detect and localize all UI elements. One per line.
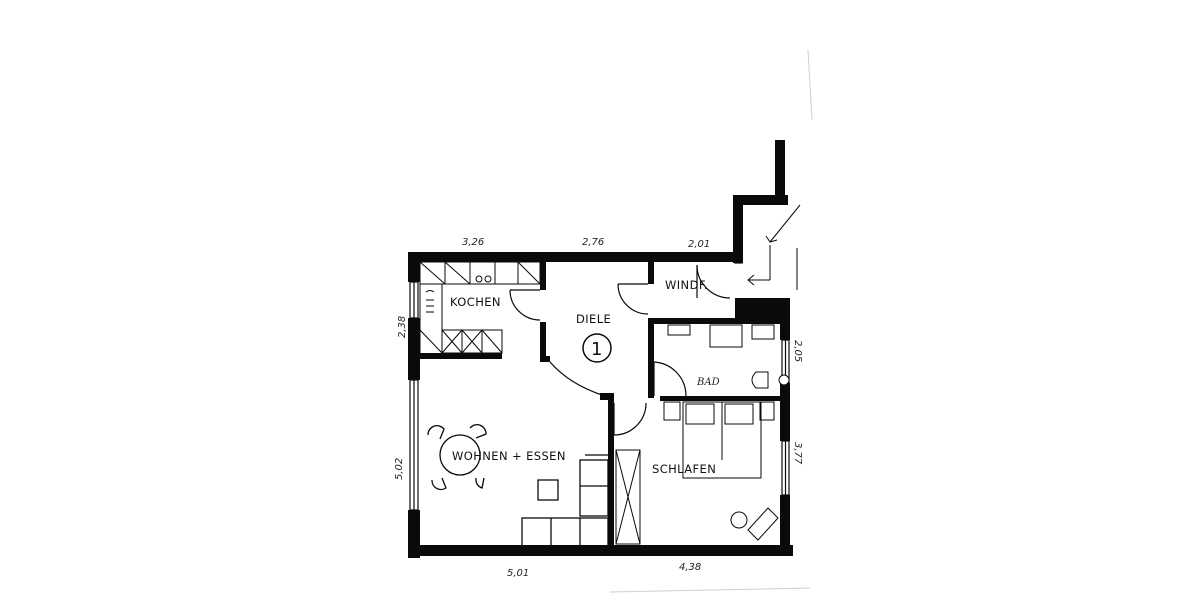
room-label-wohnen-essen: WOHNEN + ESSEN (452, 449, 566, 463)
dim-bottom-1: 5,01 (507, 568, 529, 579)
bedroom-furniture (663, 401, 779, 541)
unit-number-marker: 1 (582, 333, 612, 363)
doors (509, 264, 731, 436)
paper-edges (609, 49, 813, 593)
living-furniture (427, 424, 609, 547)
room-label-schlafen: SCHLAFEN (652, 462, 716, 476)
dim-top-2: 2,76 (582, 237, 604, 248)
interior-walls (420, 262, 780, 546)
wardrobe (615, 449, 641, 545)
kitchen-fixtures (419, 261, 541, 355)
room-labels: KOCHEN DIELE WINDF. BAD WOHNEN + ESSEN S… (450, 278, 720, 476)
dim-top-3: 2,01 (688, 239, 710, 250)
dim-top-1: 3,26 (462, 237, 484, 248)
outer-walls (408, 140, 793, 558)
dim-left-1: 2,38 (397, 316, 408, 338)
bathroom-fixtures (667, 324, 790, 389)
room-label-kochen: KOCHEN (450, 295, 501, 309)
dimensions: 3,26 2,76 2,01 5,01 4,38 2,38 5,02 2,05 … (394, 237, 803, 579)
dim-left-2: 5,02 (394, 458, 405, 480)
dim-right-1: 2,05 (792, 340, 803, 362)
room-label-diele: DIELE (576, 312, 611, 326)
windows (409, 204, 790, 511)
room-label-windf: WINDF. (665, 278, 708, 292)
entry-arrows (747, 204, 801, 290)
unit-number: 1 (591, 339, 602, 360)
room-label-bad: BAD (696, 377, 720, 388)
dim-bottom-2: 4,38 (679, 562, 701, 573)
dim-right-2: 3,77 (792, 442, 803, 465)
